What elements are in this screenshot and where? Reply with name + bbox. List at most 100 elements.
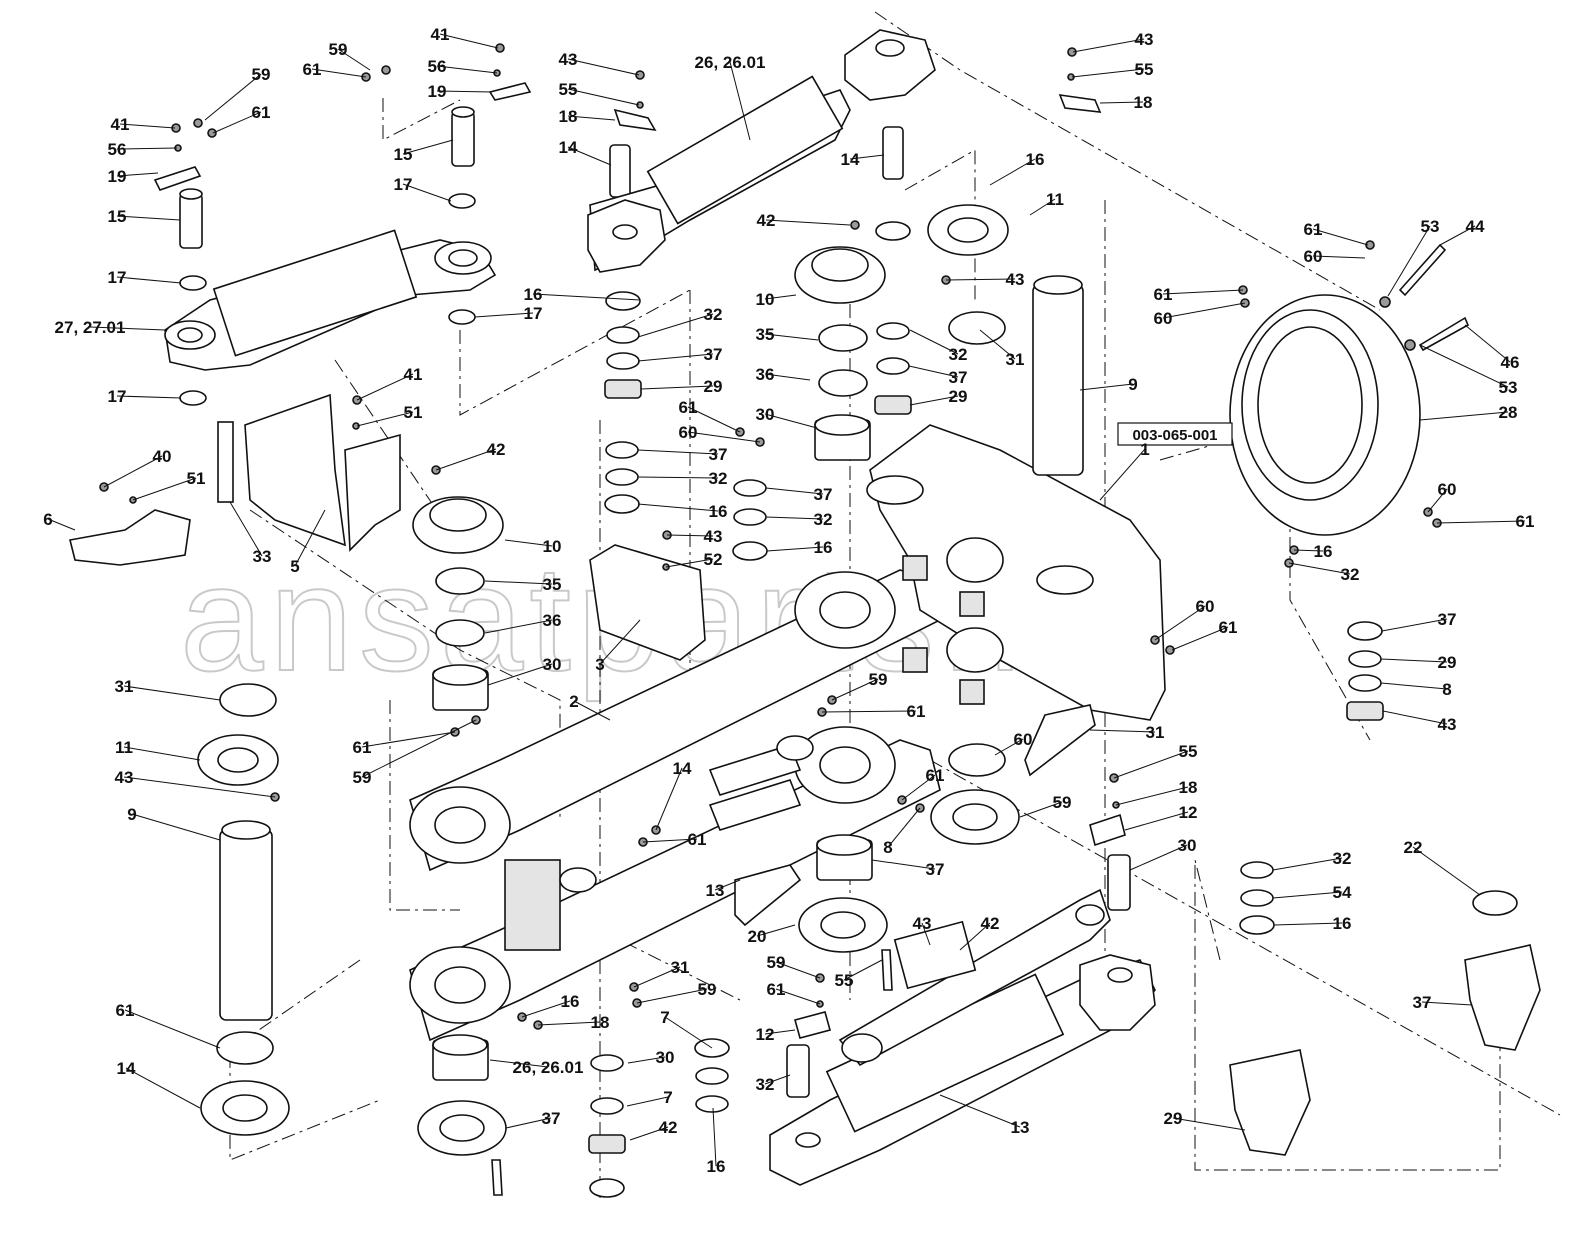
- callout-leader-line: [116, 276, 182, 284]
- callout-leader-line: [989, 158, 1036, 186]
- pins-left: [153, 82, 904, 406]
- callout-leader-line: [1072, 38, 1145, 53]
- callout-leader-line: [831, 678, 879, 701]
- callout-leader-line: [1113, 750, 1189, 779]
- callout-leader-line: [655, 767, 683, 831]
- part-callout-label: 28: [1499, 403, 1518, 422]
- part-callout-label: 46: [1501, 353, 1520, 372]
- callout-leader-line: [712, 1107, 717, 1167]
- callout-leader-line: [764, 294, 797, 300]
- callout-leader-line: [599, 619, 641, 665]
- callout-leader-line: [131, 813, 221, 841]
- part-callout-label: 2: [569, 692, 578, 711]
- part-callout-label: 30: [656, 1048, 675, 1067]
- part-callout-label: 20: [748, 927, 767, 946]
- part-callout-label: 5: [290, 557, 299, 576]
- part-callout-label: 41: [404, 365, 423, 384]
- part-callout-label: 37: [704, 345, 723, 364]
- part-callout-label: 18: [559, 107, 578, 126]
- part-callout-label: 8: [883, 838, 892, 857]
- part-callout-label: 59: [1053, 793, 1072, 812]
- callout-leader-line: [764, 1074, 791, 1085]
- part-callout-label: 26, 26.01: [695, 53, 766, 72]
- callout-leader-line: [959, 922, 991, 951]
- part-callout-label: 30: [1178, 836, 1197, 855]
- part-callout-label: 52: [704, 550, 723, 569]
- callout-leader-line: [909, 395, 959, 406]
- callout-leader-line: [1019, 801, 1063, 818]
- callout-leader-line: [1412, 846, 1481, 896]
- callout-leader-line: [775, 988, 821, 1005]
- callout-leader-line: [666, 534, 714, 537]
- hydraulic-cylinder-top: [587, 29, 936, 273]
- part-callout-label: 61: [1304, 220, 1323, 239]
- part-callout-label: 61: [353, 738, 372, 757]
- part-callout-label: 43: [913, 914, 932, 933]
- part-callout-label: 18: [1179, 778, 1198, 797]
- callout-leader-line: [132, 477, 197, 501]
- part-callout-label: 60: [1154, 309, 1173, 328]
- part-callout-label: 51: [187, 469, 206, 488]
- part-callout-label: 42: [487, 440, 506, 459]
- part-callout-label: 55: [1135, 60, 1154, 79]
- part-callout-label: 37: [814, 485, 833, 504]
- callout-leader-line: [1293, 549, 1324, 552]
- callout-leader-line: [1427, 488, 1448, 513]
- hydraulic-cylinder-bottom: [769, 888, 1156, 1186]
- part-callout-label: 43: [1438, 715, 1457, 734]
- callout-leader-line: [436, 65, 498, 74]
- part-callout-label: 16: [524, 285, 543, 304]
- part-callout-label: 32: [949, 345, 968, 364]
- part-callout-label: 61: [252, 103, 271, 122]
- part-callout-label: 1: [1140, 440, 1149, 459]
- part-callout-label: 61: [679, 398, 698, 417]
- part-callout-label: 42: [981, 914, 1000, 933]
- part-callout-label: 6: [43, 510, 52, 529]
- callout-leader-line: [1288, 562, 1351, 575]
- callout-leader-line: [664, 1016, 713, 1049]
- part-callout-label: 37: [1438, 610, 1457, 629]
- callout-leader-line: [402, 183, 452, 202]
- part-callout-label: 11: [1046, 190, 1064, 209]
- part-callout-label: 17: [524, 304, 543, 323]
- callout-leader-line: [116, 215, 181, 221]
- callout-leader-line: [356, 411, 414, 427]
- callout-leader-line: [123, 746, 201, 761]
- part-callout-label: 61: [688, 830, 707, 849]
- callout-leader-line: [361, 731, 456, 748]
- part-callout-label: 29: [1164, 1109, 1183, 1128]
- callout-leader-line: [311, 68, 367, 78]
- part-callout-label: 29: [1438, 653, 1457, 672]
- part-callout-label: 59: [252, 65, 271, 84]
- callout-leader-line: [1162, 289, 1244, 295]
- part-callout-label: 12: [1179, 803, 1198, 822]
- callout-leader-line: [729, 61, 751, 141]
- part-callout-label: 9: [1128, 375, 1137, 394]
- part-callout-label: 18: [1134, 93, 1153, 112]
- callout-leader-line: [124, 1009, 221, 1049]
- part-callout-label: 53: [1499, 378, 1518, 397]
- callout-leader-line: [89, 326, 166, 331]
- part-callout-label: 56: [428, 57, 447, 76]
- callout-leader-line: [1029, 198, 1056, 216]
- callout-leader-line: [1387, 225, 1431, 297]
- callout-leader-line: [1382, 710, 1448, 725]
- part-callout-label: 13: [1011, 1118, 1030, 1137]
- part-callout-label: 10: [756, 290, 775, 309]
- part-callout-label: 15: [108, 207, 127, 226]
- callout-leader-line: [484, 580, 553, 585]
- part-callout-label: 61: [116, 1001, 135, 1020]
- callout-leader-line: [123, 685, 221, 701]
- part-callout-label: 32: [1333, 849, 1352, 868]
- part-callout-label: 60: [679, 423, 698, 442]
- part-callout-label: 43: [1135, 30, 1154, 49]
- part-callout-label: 17: [108, 268, 127, 287]
- callout-leader-line: [1171, 626, 1229, 651]
- callout-leader-line: [47, 518, 76, 531]
- callout-leader-line: [1162, 302, 1246, 319]
- callout-leaders: [47, 33, 1526, 1167]
- callout-leader-line: [629, 1126, 669, 1141]
- part-callout-label: 18: [591, 1013, 610, 1032]
